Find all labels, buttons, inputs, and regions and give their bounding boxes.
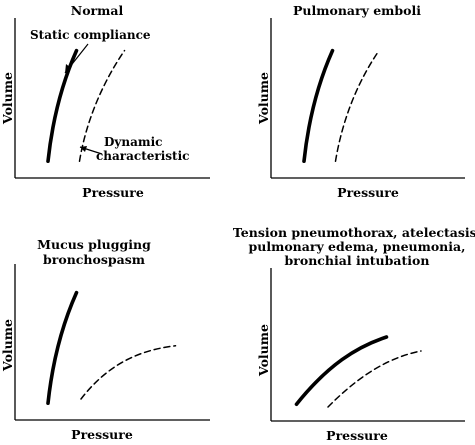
panel-title-mucus-line-2: bronchospasm <box>43 252 145 267</box>
arrowhead-static-icon <box>65 64 71 73</box>
static-compliance-curve <box>294 335 389 406</box>
static-compliance-curve <box>46 290 79 405</box>
panel-mucus-plugging: Mucus plugging bronchospasm Volume Press… <box>0 237 210 442</box>
dynamic-characteristic-curve <box>78 49 126 162</box>
static-compliance-curve <box>302 48 335 163</box>
static-compliance-curve <box>46 48 79 163</box>
curves-emboli <box>302 48 380 163</box>
panel-title-pulmonary-emboli-line-1: Pulmonary emboli <box>293 3 421 18</box>
y-axis-label-normal: Volume <box>0 72 15 125</box>
panel-title-normal-line-1: Normal <box>71 3 124 18</box>
y-axis-label-emboli: Volume <box>256 72 271 125</box>
panel-title-tension-line-3: bronchial intubation <box>285 253 430 268</box>
panel-tension-pneumothorax: Tension pneumothorax, atelectasis, pulmo… <box>233 225 475 443</box>
annotation-static-compliance: Static compliance <box>30 28 151 42</box>
dynamic-characteristic-curve <box>80 345 177 400</box>
y-axis-label-mucus: Volume <box>0 319 15 372</box>
panel-pulmonary-emboli: Pulmonary emboli Volume Pressure <box>256 3 465 200</box>
x-axis-label-mucus: Pressure <box>71 427 133 442</box>
annotation-dynamic-line-2: characteristic <box>96 149 189 163</box>
curves-tension <box>294 335 422 408</box>
x-axis-label-normal: Pressure <box>82 185 144 200</box>
dynamic-characteristic-curve <box>334 49 380 162</box>
x-axis-label-emboli: Pressure <box>337 185 399 200</box>
panel-normal: Normal Volume Pressure Static compliance… <box>0 3 210 200</box>
x-axis-label-tension: Pressure <box>326 428 388 443</box>
y-axis-label-tension: Volume <box>256 324 271 377</box>
annotation-dynamic-line-1: Dynamic <box>104 135 162 149</box>
panel-title-tension-line-1: Tension pneumothorax, atelectasis, <box>233 225 475 240</box>
dynamic-characteristic-curve <box>327 350 422 408</box>
panel-title-mucus-line-1: Mucus plugging <box>37 237 151 252</box>
panel-title-tension-line-2: pulmonary edema, pneumonia, <box>249 239 466 254</box>
curves-mucus <box>46 290 177 405</box>
curves-normal <box>46 48 126 163</box>
arrowhead-dynamic-icon <box>80 146 87 152</box>
